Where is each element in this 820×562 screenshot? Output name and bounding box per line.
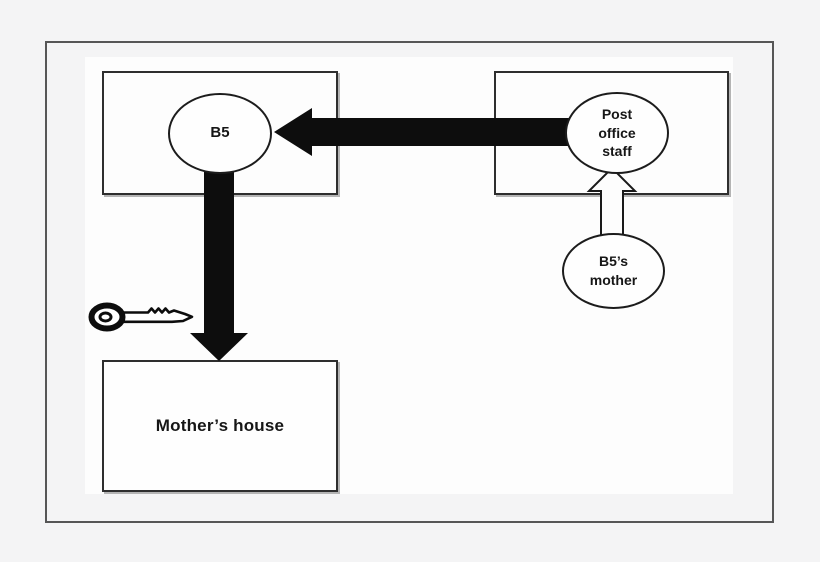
mothers-house-label: Mother’s house — [155, 416, 285, 435]
arrow-b5-to-mothers-house — [190, 166, 248, 361]
b5s-mother-node: B5’s mother — [562, 233, 665, 309]
mothers-house-box: Mother’s house — [102, 360, 338, 492]
post-office-staff-label: Post office staff — [598, 105, 636, 160]
arrow-mother-to-post-office — [586, 166, 638, 243]
b5s-mother-label: B5’s mother — [589, 253, 638, 288]
key-stem — [119, 307, 194, 324]
key-bow-hole — [98, 311, 113, 323]
b5-node: B5 — [168, 93, 272, 174]
key-icon — [88, 302, 194, 332]
diagram-outer-frame — [45, 41, 774, 523]
post-office-staff-node: Post office staff — [565, 92, 669, 174]
arrow-post-office-to-b5 — [274, 108, 580, 156]
b5-label: B5 — [210, 124, 230, 142]
